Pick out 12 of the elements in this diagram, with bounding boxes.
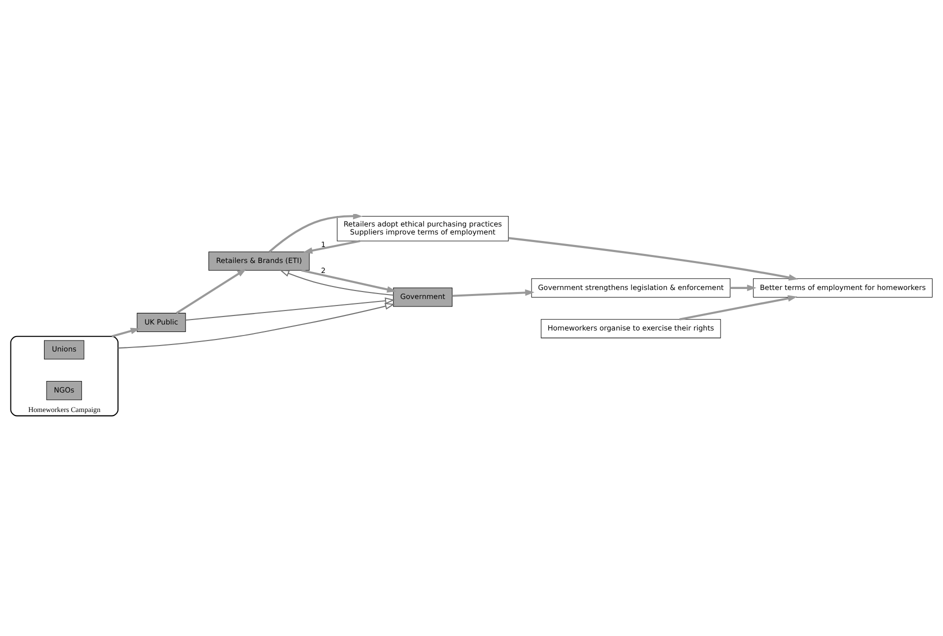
arrow — [301, 269, 396, 293]
arrow — [303, 240, 360, 254]
arrow — [176, 268, 246, 314]
arrow — [508, 237, 798, 281]
arrow — [730, 284, 756, 292]
arrow — [280, 270, 394, 296]
arrow — [112, 328, 140, 338]
arrow — [679, 295, 798, 320]
arrow — [268, 214, 362, 253]
arrow — [186, 297, 395, 321]
arrow — [452, 289, 534, 297]
arrow — [118, 302, 395, 349]
